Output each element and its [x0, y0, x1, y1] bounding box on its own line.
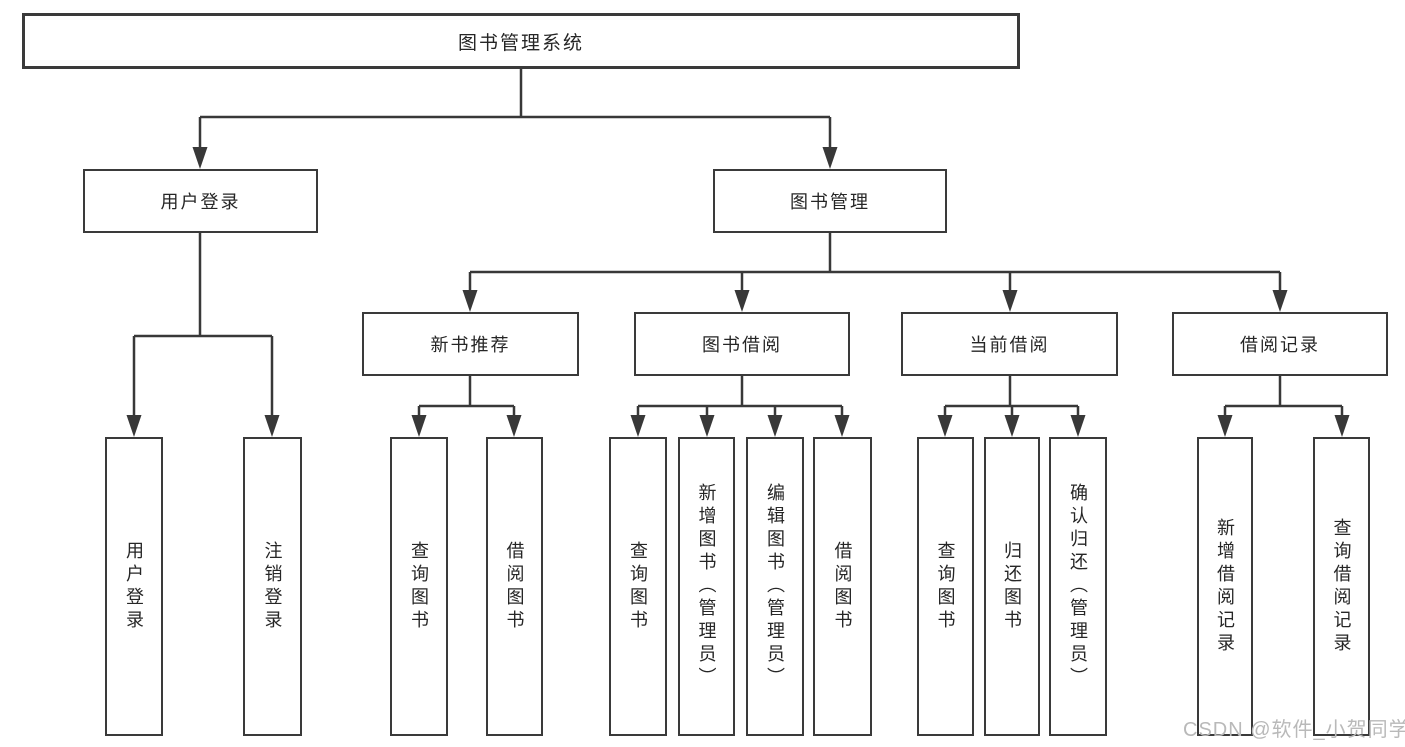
arrowhead: [1272, 290, 1288, 312]
arrowhead: [1217, 415, 1233, 437]
node-add-borrow-record: 新增借阅记录: [1197, 437, 1253, 736]
node-label: 查询图书: [935, 540, 956, 633]
user-login-children-connector: [126, 233, 280, 437]
node-book-management: 图书管理: [713, 169, 947, 233]
node-borrow-books-borrowing: 借阅图书: [813, 437, 872, 736]
node-label: 注销登录: [262, 540, 283, 633]
node-label: 借阅图书: [832, 540, 853, 633]
node-label: 借阅图书: [504, 540, 525, 633]
new-book-children-connector: [411, 376, 522, 437]
arrowhead: [126, 415, 142, 437]
node-query-books-recommend: 查询图书: [390, 437, 448, 736]
node-new-book-recommendation: 新书推荐: [362, 312, 579, 376]
current-borrowing-children-connector: [937, 376, 1086, 437]
node-library-management-system: 图书管理系统: [22, 13, 1020, 69]
node-label: 编辑图书（管理员）: [765, 483, 785, 690]
node-label: 用户登录: [124, 540, 144, 633]
arrowhead: [767, 415, 783, 437]
arrowhead: [834, 415, 850, 437]
node-query-books-current: 查询图书: [917, 437, 974, 736]
node-query-borrow-record: 查询借阅记录: [1313, 437, 1370, 736]
arrowhead: [937, 415, 953, 437]
node-book-borrowing: 图书借阅: [634, 312, 850, 376]
node-user-login: 用户登录: [83, 169, 318, 233]
node-label: 查询图书: [628, 540, 648, 633]
node-label: 新增图书（管理员）: [696, 483, 717, 690]
node-user-login-leaf: 用户登录: [105, 437, 163, 736]
node-confirm-return-admin: 确认归还（管理员）: [1049, 437, 1107, 736]
arrowhead: [506, 415, 522, 437]
node-current-borrowing: 当前借阅: [901, 312, 1118, 376]
arrowhead: [192, 147, 208, 169]
book-management-children-connector: [462, 233, 1288, 312]
arrowhead: [1002, 290, 1018, 312]
arrowhead: [699, 415, 715, 437]
book-borrowing-children-connector: [630, 376, 850, 437]
node-label: 新增借阅记录: [1215, 517, 1235, 656]
arrowhead: [822, 147, 838, 169]
node-logout-leaf: 注销登录: [243, 437, 302, 736]
node-label: 查询借阅记录: [1331, 517, 1352, 656]
arrowhead: [1334, 415, 1350, 437]
arrowhead: [1070, 415, 1086, 437]
node-label: 确认归还（管理员）: [1068, 483, 1088, 690]
node-label: 查询图书: [409, 540, 429, 633]
node-query-books-borrowing: 查询图书: [609, 437, 667, 736]
arrowhead: [462, 290, 478, 312]
node-label: 归还图书: [1002, 540, 1022, 633]
arrowhead: [630, 415, 646, 437]
arrowhead: [1004, 415, 1020, 437]
node-edit-books-admin: 编辑图书（管理员）: [746, 437, 804, 736]
borrowing-records-children-connector: [1217, 376, 1350, 437]
node-add-books-admin: 新增图书（管理员）: [678, 437, 735, 736]
node-borrowing-records: 借阅记录: [1172, 312, 1388, 376]
node-borrow-books-recommend: 借阅图书: [486, 437, 543, 736]
root-to-level2-connector: [192, 69, 838, 169]
arrowhead: [411, 415, 427, 437]
csdn-watermark: CSDN @软件_小贺同学: [1183, 719, 1405, 741]
node-return-books: 归还图书: [984, 437, 1040, 736]
arrowhead: [264, 415, 280, 437]
arrowhead: [734, 290, 750, 312]
